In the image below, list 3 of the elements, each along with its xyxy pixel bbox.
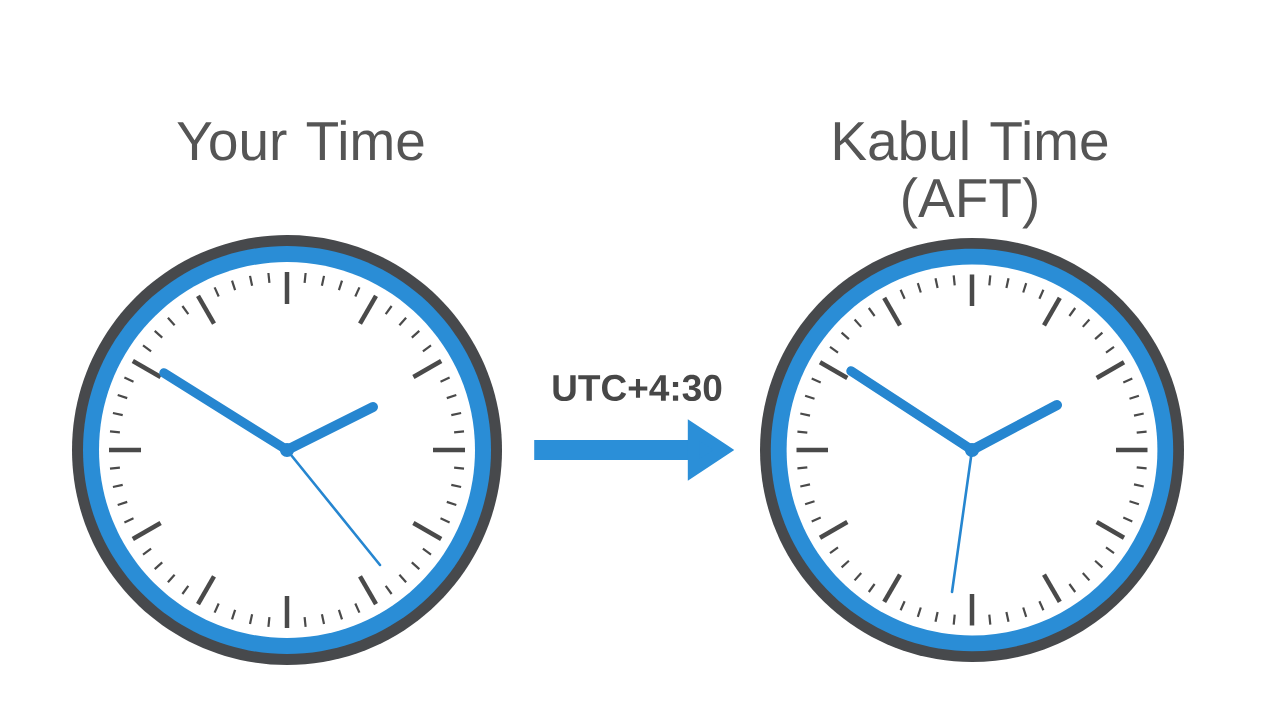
clock-title: Your Time [177, 120, 424, 161]
edge-label: UTC+4:30 [549, 372, 725, 404]
clock-title: Kabul Time (AFT) [834, 120, 1108, 229]
